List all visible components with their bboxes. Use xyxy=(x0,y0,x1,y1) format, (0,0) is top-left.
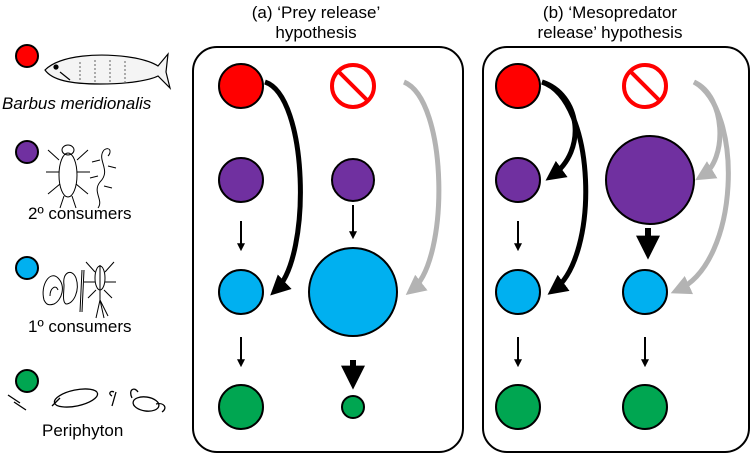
panel-a-primary-node-2-large xyxy=(308,247,398,337)
panel-a-primary-node-1 xyxy=(218,269,264,315)
legend-predator-label: Barbus meridionalis xyxy=(2,94,152,113)
panel-a-secondary-node-2 xyxy=(331,158,375,202)
panel-a-secondary-node-1 xyxy=(218,157,264,203)
panel-b-periphyton-node-2 xyxy=(622,384,668,430)
panel-b-title-line1: (b) ‘Mesopredator xyxy=(543,3,678,22)
panel-b-primary-node-1 xyxy=(495,269,541,315)
legend: Barbus meridionalis 2º consumers 1º cons… xyxy=(2,44,172,440)
insect-larvae-icon xyxy=(46,144,117,209)
panel-b-arrow-predator-to-primary xyxy=(541,79,589,295)
panel-b-periphyton-node-1 xyxy=(495,384,541,430)
fish-icon xyxy=(44,52,172,90)
panel-b-predator-node xyxy=(495,63,541,109)
panel-a-arrow-predator-to-primary xyxy=(263,79,303,296)
panel-a-no-predator-icon xyxy=(330,63,376,109)
panel-b-title-line2: release’ hypothesis xyxy=(538,23,683,42)
panel-a-frame xyxy=(192,46,464,453)
legend-predator-dot xyxy=(15,44,39,68)
legend-primary-label: 1º consumers xyxy=(28,317,132,336)
panel-a-predator-node xyxy=(218,63,264,109)
periphyton-icon xyxy=(7,388,166,413)
panel-b-frame xyxy=(482,46,750,453)
legend-primary-dot xyxy=(15,256,39,280)
panel-mesopredator-release: (b) ‘Mesopredator release’ hypothesis xyxy=(482,3,750,453)
panel-b-grey-arrow-to-primary xyxy=(670,79,731,295)
panel-a-periphyton-node-2-small xyxy=(341,395,365,419)
panel-prey-release: (a) ‘Prey release’ hypothesis xyxy=(192,3,464,453)
legend-secondary-label: 2º consumers xyxy=(28,204,132,223)
panel-b-secondary-node-2-large xyxy=(605,135,695,225)
legend-periphyton-label: Periphyton xyxy=(42,421,123,440)
panel-a-title-line1: (a) ‘Prey release’ xyxy=(252,3,381,22)
snail-and-mayfly-icon xyxy=(42,261,116,319)
panel-b-secondary-node-1 xyxy=(495,157,541,203)
legend-secondary-dot xyxy=(15,140,39,164)
panel-b-no-predator-icon xyxy=(622,63,668,109)
panel-b-primary-node-2 xyxy=(622,269,668,315)
panel-a-title-line2: hypothesis xyxy=(275,23,356,42)
panel-a-periphyton-node-1 xyxy=(218,384,264,430)
legend-periphyton-dot xyxy=(15,369,39,393)
panel-a-grey-arrow-absent-effect xyxy=(402,79,442,295)
